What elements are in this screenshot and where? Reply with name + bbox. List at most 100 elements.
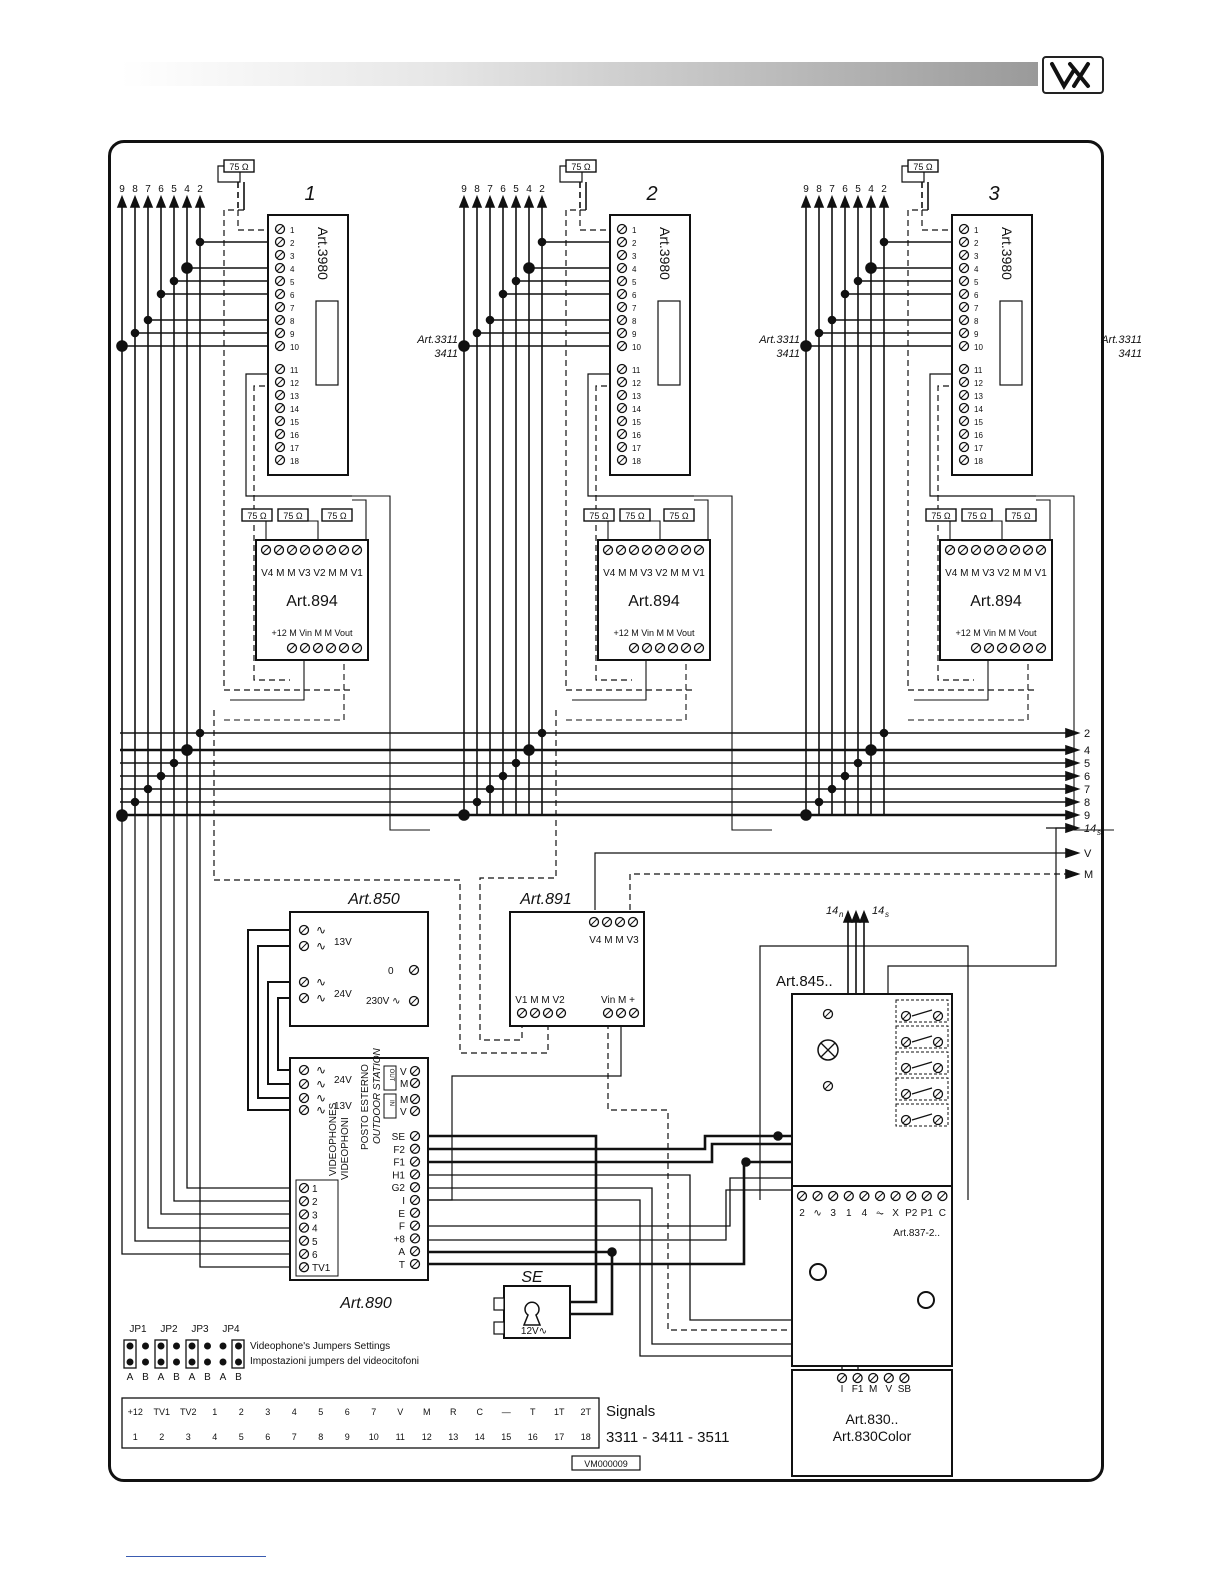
label-14s: 14	[872, 905, 884, 917]
screw-slot	[630, 1009, 638, 1017]
distributor-top-terminals: V4 M M V3 V2 M M V1	[945, 568, 1047, 579]
screw-slot	[276, 342, 284, 350]
station-right-terminal-label: F1	[393, 1158, 405, 1169]
distributor-feed	[587, 373, 694, 497]
in-terminal-label: M	[400, 1095, 408, 1106]
screw-slot	[410, 997, 418, 1005]
screw-slot	[630, 546, 638, 554]
screw-slot	[617, 1009, 625, 1017]
monitor-terminal-number: 3	[632, 252, 637, 261]
monitor-bracket	[999, 300, 1023, 386]
riser-label: 4	[868, 184, 874, 195]
screw-slot	[300, 978, 308, 986]
ac-symbol: ∿	[316, 1077, 326, 1091]
out-terminal-label: M	[400, 1079, 408, 1090]
signal-terminal-cell: 9	[345, 1432, 350, 1442]
monitor-terminal-number: 8	[632, 317, 637, 326]
jumper-ab-label: A	[158, 1372, 165, 1383]
resistor-label: 75 Ω	[967, 511, 987, 521]
screw-slot	[960, 342, 968, 350]
station-left-terminal-label: 6	[312, 1250, 318, 1261]
diagram-frame	[108, 140, 1104, 1482]
label-14n: 14	[826, 905, 838, 917]
junction-dot	[827, 315, 837, 325]
junction-dot	[498, 771, 508, 781]
monitor-terminal-number: 3	[974, 252, 979, 261]
riser-label: 2	[197, 184, 203, 195]
screw-slot	[876, 1192, 884, 1200]
screw-slot	[411, 1107, 419, 1115]
art837-terminal-label: ∿	[813, 1208, 821, 1219]
code-box	[571, 1455, 641, 1471]
screw-slot	[695, 644, 703, 652]
jumper-label: JP4	[222, 1324, 240, 1335]
screw-slot	[327, 546, 335, 554]
resistor-lead	[992, 520, 1003, 540]
screw-slot	[960, 303, 968, 311]
resistor-75-ohm	[583, 508, 615, 522]
monitor-terminal-number: 7	[290, 304, 295, 313]
phone-model-label-2: 3411	[434, 348, 458, 360]
screw-slot	[869, 1374, 877, 1382]
label-14s-sub: s	[885, 910, 889, 919]
junction-dot	[458, 809, 470, 821]
station-right-terminal-label: +8	[394, 1234, 406, 1245]
screw-slot	[353, 546, 361, 554]
resistor-75-ohm	[565, 159, 597, 173]
screw-slot	[643, 546, 651, 554]
screw-slot	[300, 1184, 308, 1192]
bus-label-v: V	[1084, 848, 1092, 860]
station-label-24v: 24V	[334, 1075, 352, 1086]
junction-dot	[511, 276, 521, 286]
art837-title: Art.837-2..	[893, 1228, 940, 1239]
arrow-up-icon	[484, 194, 496, 208]
jumper-pin	[219, 1342, 227, 1350]
monitor-terminal-number: 1	[974, 226, 979, 235]
phone-model-label: Art.3311	[1100, 334, 1142, 346]
screw-slot	[618, 238, 626, 246]
signal-terminal-cell: 11	[396, 1432, 405, 1442]
jumper-pin	[157, 1342, 165, 1350]
junction-dot	[865, 262, 877, 274]
art890-outdoor-station	[289, 1057, 429, 1281]
arrow-up-icon	[850, 909, 862, 923]
resistor-lead	[308, 520, 319, 540]
screw-slot	[861, 1192, 868, 1200]
screw-slot	[1024, 546, 1032, 554]
resistor-label: 75 Ω	[229, 162, 249, 172]
screw-slot	[411, 1235, 419, 1242]
screw-slot	[411, 1247, 419, 1255]
art891-title: Art.891	[519, 891, 572, 908]
monitor-terminal-number: 17	[632, 444, 641, 453]
monitor-terminal-number: 14	[632, 405, 641, 414]
screw-slot	[902, 1012, 910, 1020]
screw-slot	[618, 290, 626, 298]
monitor-terminal-number: 15	[290, 418, 299, 427]
screw-slot	[838, 1374, 846, 1382]
monitor-terminal-number: 10	[632, 343, 641, 352]
jumper-cap	[185, 1339, 199, 1369]
monitor-terminal-number: 9	[974, 330, 979, 339]
loop-wire	[692, 495, 772, 831]
junction-dot	[156, 289, 166, 299]
resistor-75-ohm	[925, 508, 957, 522]
jumper-pin	[235, 1342, 242, 1350]
screw-slot	[618, 365, 626, 373]
art830-terminal-label: SB	[898, 1384, 912, 1395]
junction-dot	[472, 328, 482, 338]
screw-slot	[557, 1009, 565, 1017]
screw-slot	[985, 644, 993, 652]
se-voltage: 12V∿	[521, 1326, 547, 1337]
arrow-up-icon	[536, 194, 548, 208]
arrow-up-icon	[471, 194, 483, 208]
signal-name-cell: 7	[371, 1407, 376, 1417]
art837-terminal-label: P1	[921, 1208, 934, 1219]
screw-slot	[276, 251, 284, 259]
lamp-cross	[820, 1042, 836, 1058]
jumper-cap	[154, 1339, 168, 1369]
riser-label: 7	[829, 184, 835, 195]
videophones-label: VIDEOPHONES	[328, 1102, 339, 1176]
video-dashed	[595, 385, 632, 681]
screw-slot	[959, 546, 967, 554]
jumper-label: JP3	[191, 1324, 209, 1335]
